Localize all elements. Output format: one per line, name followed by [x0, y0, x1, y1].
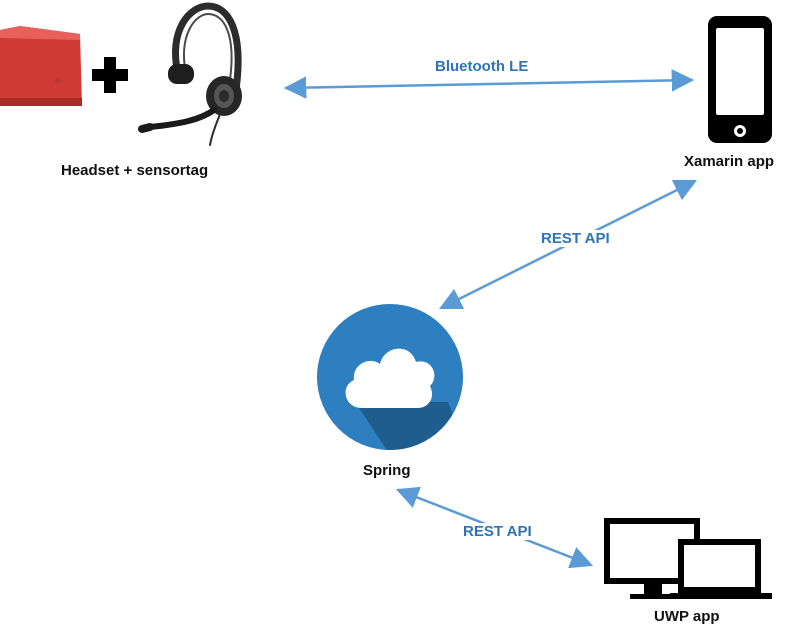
svg-text:✦: ✦: [52, 74, 64, 90]
monitor-laptop-icon: [604, 518, 772, 599]
node-label-desktop: UWP app: [654, 608, 720, 625]
edge-label-bluetooth: Bluetooth LE: [432, 58, 532, 75]
node-label-headset: Headset + sensortag: [61, 162, 209, 179]
edge-bluetooth: [283, 69, 695, 99]
smartphone-icon: [708, 16, 772, 143]
edge-label-rest-desktop: REST API: [460, 523, 535, 540]
headset-icon: [138, 2, 242, 146]
sensortag-icon: ✦: [0, 26, 82, 106]
cloud-icon: [317, 304, 463, 450]
plus-icon: [92, 57, 128, 93]
node-label-server: Spring: [363, 462, 411, 479]
node-label-phone: Xamarin app: [684, 153, 775, 170]
edge-label-rest-phone: REST API: [538, 230, 613, 247]
